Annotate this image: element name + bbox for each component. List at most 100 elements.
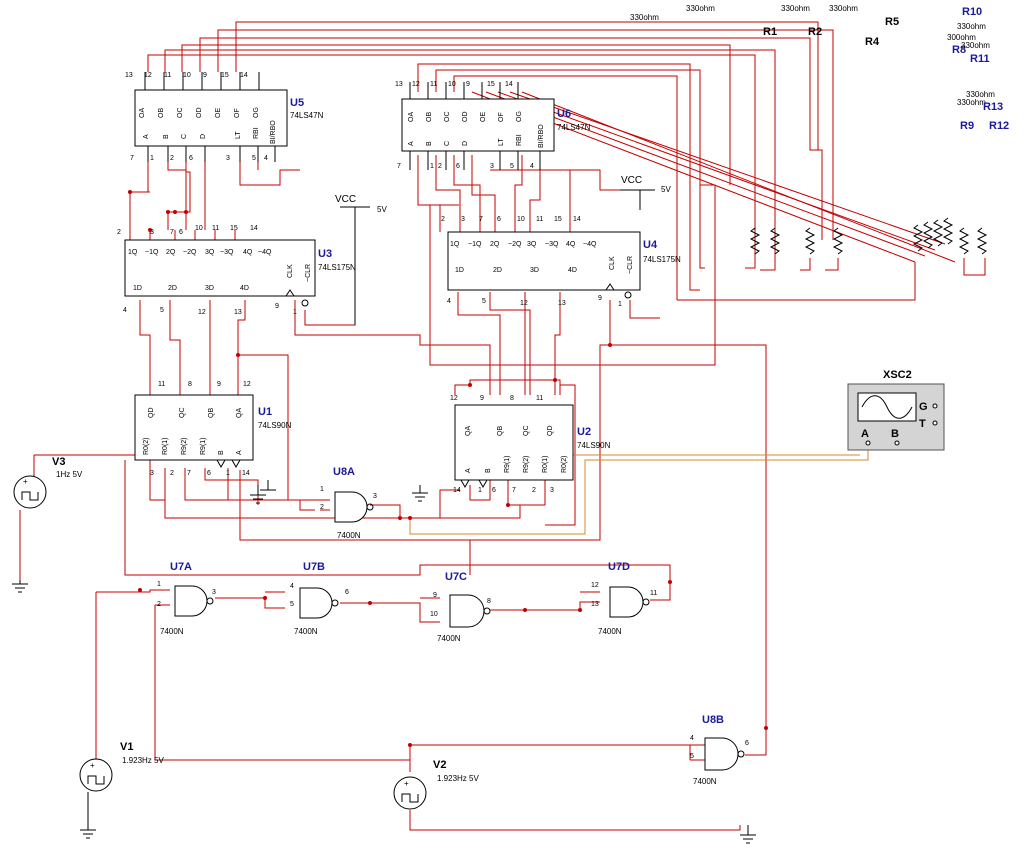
svg-text:10: 10 bbox=[517, 216, 525, 223]
svg-text:R1: R1 bbox=[763, 26, 777, 38]
svg-text:7: 7 bbox=[479, 216, 483, 223]
source-v3[interactable]: + V3 1Hz 5V bbox=[12, 456, 83, 593]
svg-text:4D: 4D bbox=[568, 267, 577, 274]
u3-top-labels: 1Q ~1Q 2Q ~2Q 3Q ~3Q 4Q ~4Q bbox=[128, 249, 272, 256]
svg-text:9: 9 bbox=[217, 381, 221, 388]
svg-text:R0(2): R0(2) bbox=[143, 437, 150, 455]
svg-text:13: 13 bbox=[395, 81, 403, 88]
svg-text:12: 12 bbox=[243, 381, 251, 388]
svg-text:R0(1): R0(1) bbox=[542, 455, 549, 473]
chip-u1[interactable]: QD QC QB QA R0(2) R0(1) R9(2) R9(1) B A … bbox=[134, 381, 292, 477]
svg-text:VCC: VCC bbox=[621, 175, 642, 186]
svg-text:B: B bbox=[218, 450, 225, 455]
u3-name: U3 bbox=[318, 248, 332, 260]
svg-text:12: 12 bbox=[412, 81, 420, 88]
svg-text:15: 15 bbox=[230, 225, 238, 232]
u4-bottom-pins: 4 5 12 13 bbox=[447, 298, 566, 307]
svg-text:U7C: U7C bbox=[445, 571, 467, 583]
svg-text:9: 9 bbox=[275, 303, 279, 310]
svg-text:3Q: 3Q bbox=[205, 249, 215, 256]
svg-text:B: B bbox=[426, 141, 433, 146]
svg-text:+: + bbox=[23, 477, 28, 486]
source-v2[interactable]: + V2 1.923Hz 5V bbox=[393, 759, 479, 810]
svg-text:R13: R13 bbox=[983, 101, 1003, 113]
svg-text:3: 3 bbox=[150, 470, 154, 477]
chip-u5[interactable]: OA OB OC OD OE OF OG A B C D LT RBI BI/R… bbox=[125, 72, 324, 162]
chip-u4[interactable]: 1Q ~1Q 2Q ~2Q 3Q ~3Q 4Q ~4Q 1D 2D 3D 4D … bbox=[441, 216, 681, 308]
chip-u6[interactable]: OA OB OC OD OE OF OG A B C D LT RBI BI/R… bbox=[395, 81, 591, 170]
svg-text:2Q: 2Q bbox=[166, 249, 176, 256]
resistor-array bbox=[745, 217, 988, 276]
svg-text:6: 6 bbox=[179, 229, 183, 236]
svg-text:14: 14 bbox=[505, 81, 513, 88]
scope-probe-wire bbox=[409, 445, 869, 535]
svg-text:15: 15 bbox=[221, 72, 229, 79]
vcc-2: VCC 5V bbox=[620, 175, 671, 210]
u5-top-labels: OA OB OC OD OE OF OG bbox=[139, 107, 260, 118]
svg-text:R8: R8 bbox=[952, 44, 966, 56]
svg-text:4Q: 4Q bbox=[243, 249, 253, 256]
svg-text:4D: 4D bbox=[240, 285, 249, 292]
gate-u7a[interactable]: U7A 7400N 1 2 3 bbox=[157, 561, 216, 636]
svg-text:R2: R2 bbox=[808, 26, 822, 38]
oscilloscope-xsc2[interactable]: XSC2 G T A B bbox=[847, 369, 945, 451]
chip-u3[interactable]: 1Q ~1Q 2Q ~2Q 3Q ~3Q 4Q ~4Q 1D 2D 3D 4D … bbox=[117, 225, 356, 316]
svg-text:U7A: U7A bbox=[170, 561, 192, 573]
u6-bottom-labels: A B C D LT RBI BI/RBO bbox=[408, 124, 545, 148]
svg-text:10: 10 bbox=[195, 225, 203, 232]
gate-u8a[interactable]: U8A 7400N 1 2 3 bbox=[320, 466, 377, 540]
svg-text:8: 8 bbox=[188, 381, 192, 388]
chip-u2[interactable]: QA QB QC QD A B R9(1) R9(2) R0(1) R0(2) … bbox=[450, 395, 611, 494]
svg-text:5: 5 bbox=[290, 601, 294, 608]
svg-text:B: B bbox=[891, 428, 899, 440]
gate-u8b[interactable]: U8B 7400N 4 5 6 bbox=[690, 714, 749, 786]
svg-text:R9(2): R9(2) bbox=[181, 437, 188, 455]
svg-text:QB: QB bbox=[208, 408, 215, 418]
svg-text:2: 2 bbox=[170, 470, 174, 477]
u5-top-pins: 13 12 11 10 9 15 14 bbox=[125, 72, 248, 79]
svg-text:A: A bbox=[465, 468, 472, 473]
u5-bottom-pins: 7 1 2 6 3 5 4 bbox=[130, 155, 268, 162]
svg-text:D: D bbox=[462, 141, 469, 146]
svg-text:330ohm: 330ohm bbox=[829, 4, 858, 13]
wires bbox=[19, 21, 956, 831]
svg-text:5: 5 bbox=[510, 163, 514, 170]
u5-name: U5 bbox=[290, 97, 304, 109]
u1-type: 74LS90N bbox=[258, 421, 292, 430]
u1-bottom-labels: R0(2) R0(1) R9(2) R9(1) B A bbox=[143, 437, 243, 455]
svg-text:A: A bbox=[408, 141, 415, 146]
svg-text:7: 7 bbox=[397, 163, 401, 170]
svg-text:14: 14 bbox=[240, 72, 248, 79]
svg-text:C: C bbox=[444, 141, 451, 146]
svg-text:1: 1 bbox=[150, 155, 154, 162]
svg-text:OG: OG bbox=[516, 111, 523, 122]
svg-text:D: D bbox=[200, 134, 207, 139]
svg-text:4: 4 bbox=[530, 163, 534, 170]
svg-text:3: 3 bbox=[212, 589, 216, 596]
svg-text:~1Q: ~1Q bbox=[468, 241, 482, 248]
svg-text:1: 1 bbox=[430, 163, 434, 170]
svg-text:11: 11 bbox=[212, 225, 219, 232]
gate-u7d[interactable]: U7D 7400N 12 13 11 bbox=[591, 561, 657, 636]
gate-u7c[interactable]: U7C 7400N 9 10 8 bbox=[430, 571, 491, 643]
svg-text:6: 6 bbox=[456, 163, 460, 170]
svg-text:LT: LT bbox=[498, 138, 505, 146]
svg-text:1: 1 bbox=[226, 470, 230, 477]
source-v1[interactable]: + V1 1.923Hz 5V bbox=[79, 741, 164, 839]
svg-text:11: 11 bbox=[536, 216, 543, 223]
svg-text:~1Q: ~1Q bbox=[145, 249, 159, 256]
svg-text:RBI: RBI bbox=[516, 134, 523, 146]
svg-text:3Q: 3Q bbox=[527, 241, 537, 248]
svg-text:1Q: 1Q bbox=[450, 241, 460, 248]
gate-u7b[interactable]: U7B 7400N 4 5 6 bbox=[290, 561, 349, 636]
svg-text:7: 7 bbox=[170, 229, 174, 236]
svg-text:OE: OE bbox=[480, 112, 487, 122]
svg-text:OC: OC bbox=[177, 108, 184, 119]
svg-text:~4Q: ~4Q bbox=[258, 249, 272, 256]
svg-text:12: 12 bbox=[450, 395, 458, 402]
svg-text:QA: QA bbox=[236, 408, 243, 418]
u6-top-labels: OA OB OC OD OE OF OG bbox=[408, 111, 523, 122]
svg-text:~4Q: ~4Q bbox=[583, 241, 597, 248]
svg-text:12: 12 bbox=[591, 582, 599, 589]
